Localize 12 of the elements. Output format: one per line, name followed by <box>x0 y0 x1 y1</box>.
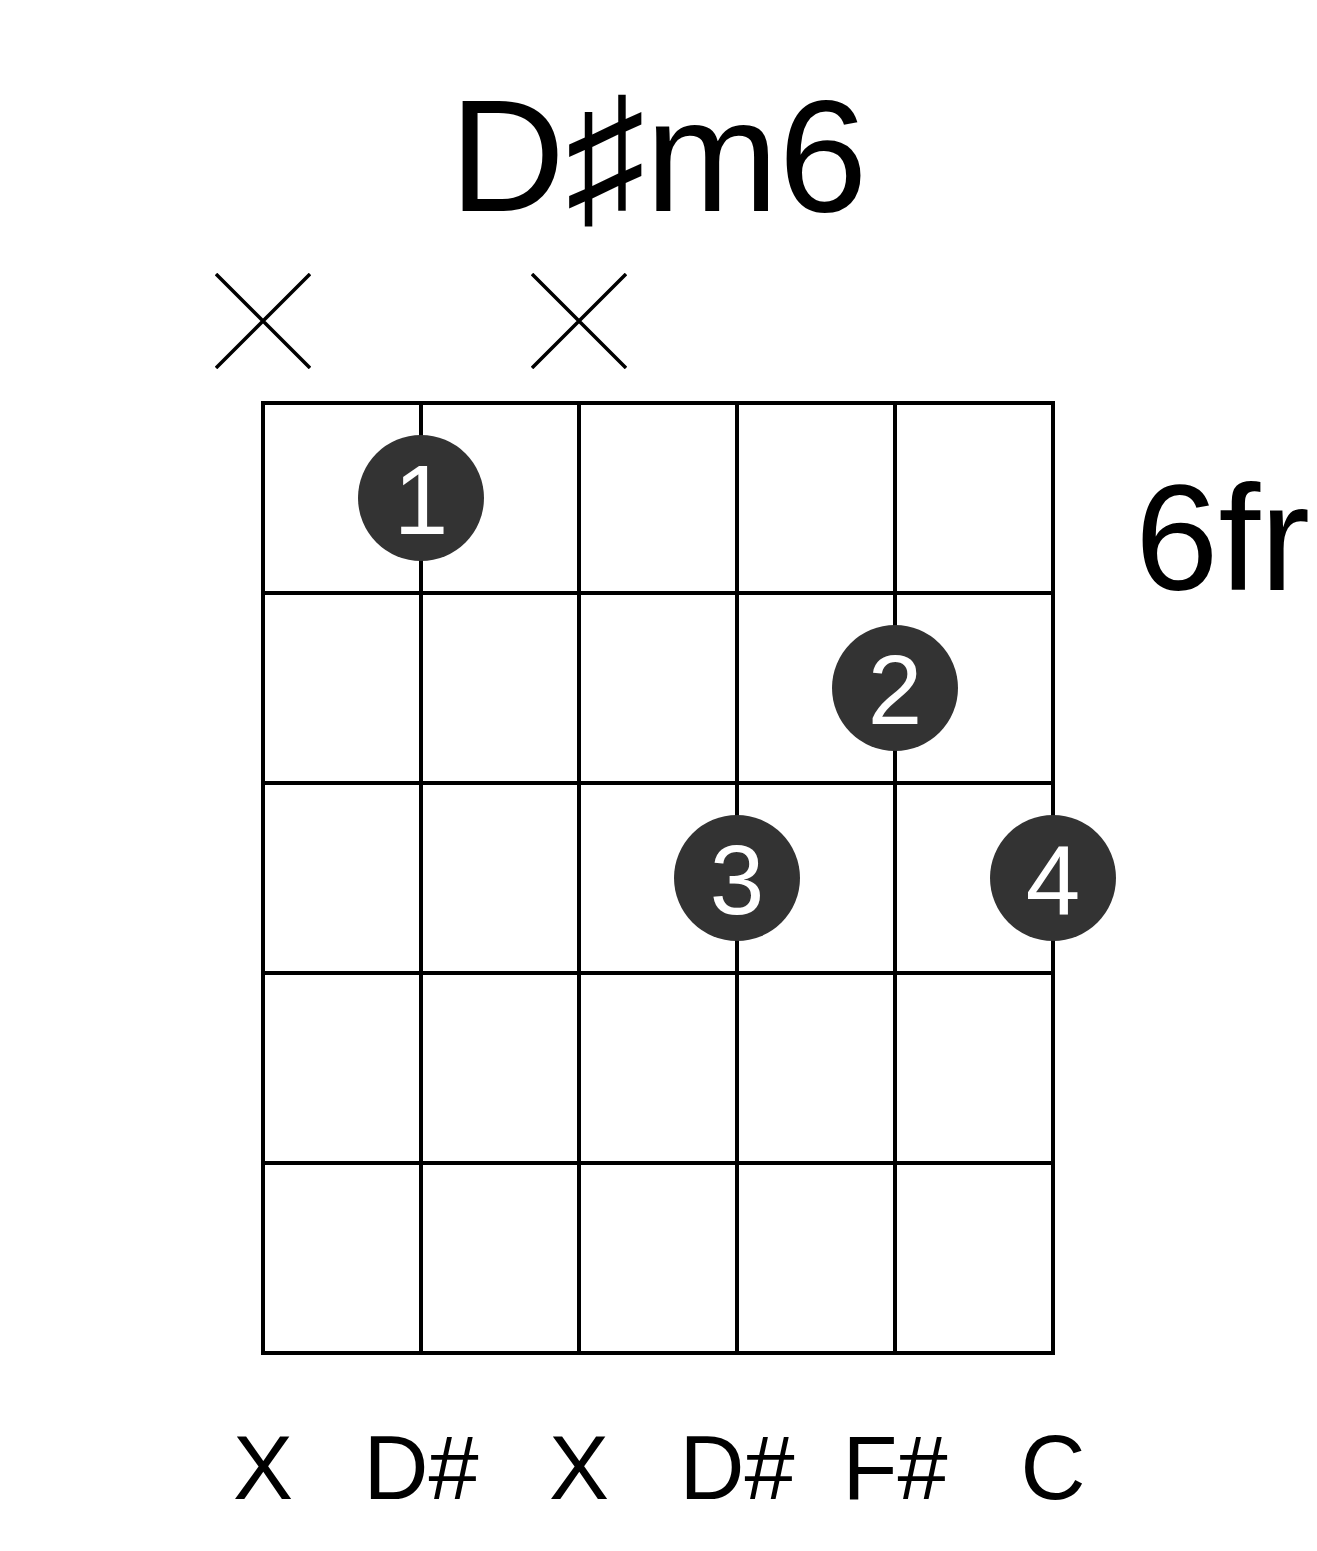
string-note: C <box>1020 1418 1086 1518</box>
string-note: D# <box>679 1418 795 1518</box>
string-note: F# <box>842 1418 948 1518</box>
string-note: D# <box>363 1418 479 1518</box>
finger-number: 1 <box>393 447 449 549</box>
string-note: X <box>549 1418 609 1518</box>
fret-number: 6fr <box>1135 453 1311 624</box>
finger-number: 3 <box>709 827 765 929</box>
string-note: X <box>233 1418 293 1518</box>
finger-number: 2 <box>867 637 923 739</box>
finger-number: 4 <box>1025 827 1081 929</box>
chord-title: D♯m6 <box>449 65 868 247</box>
